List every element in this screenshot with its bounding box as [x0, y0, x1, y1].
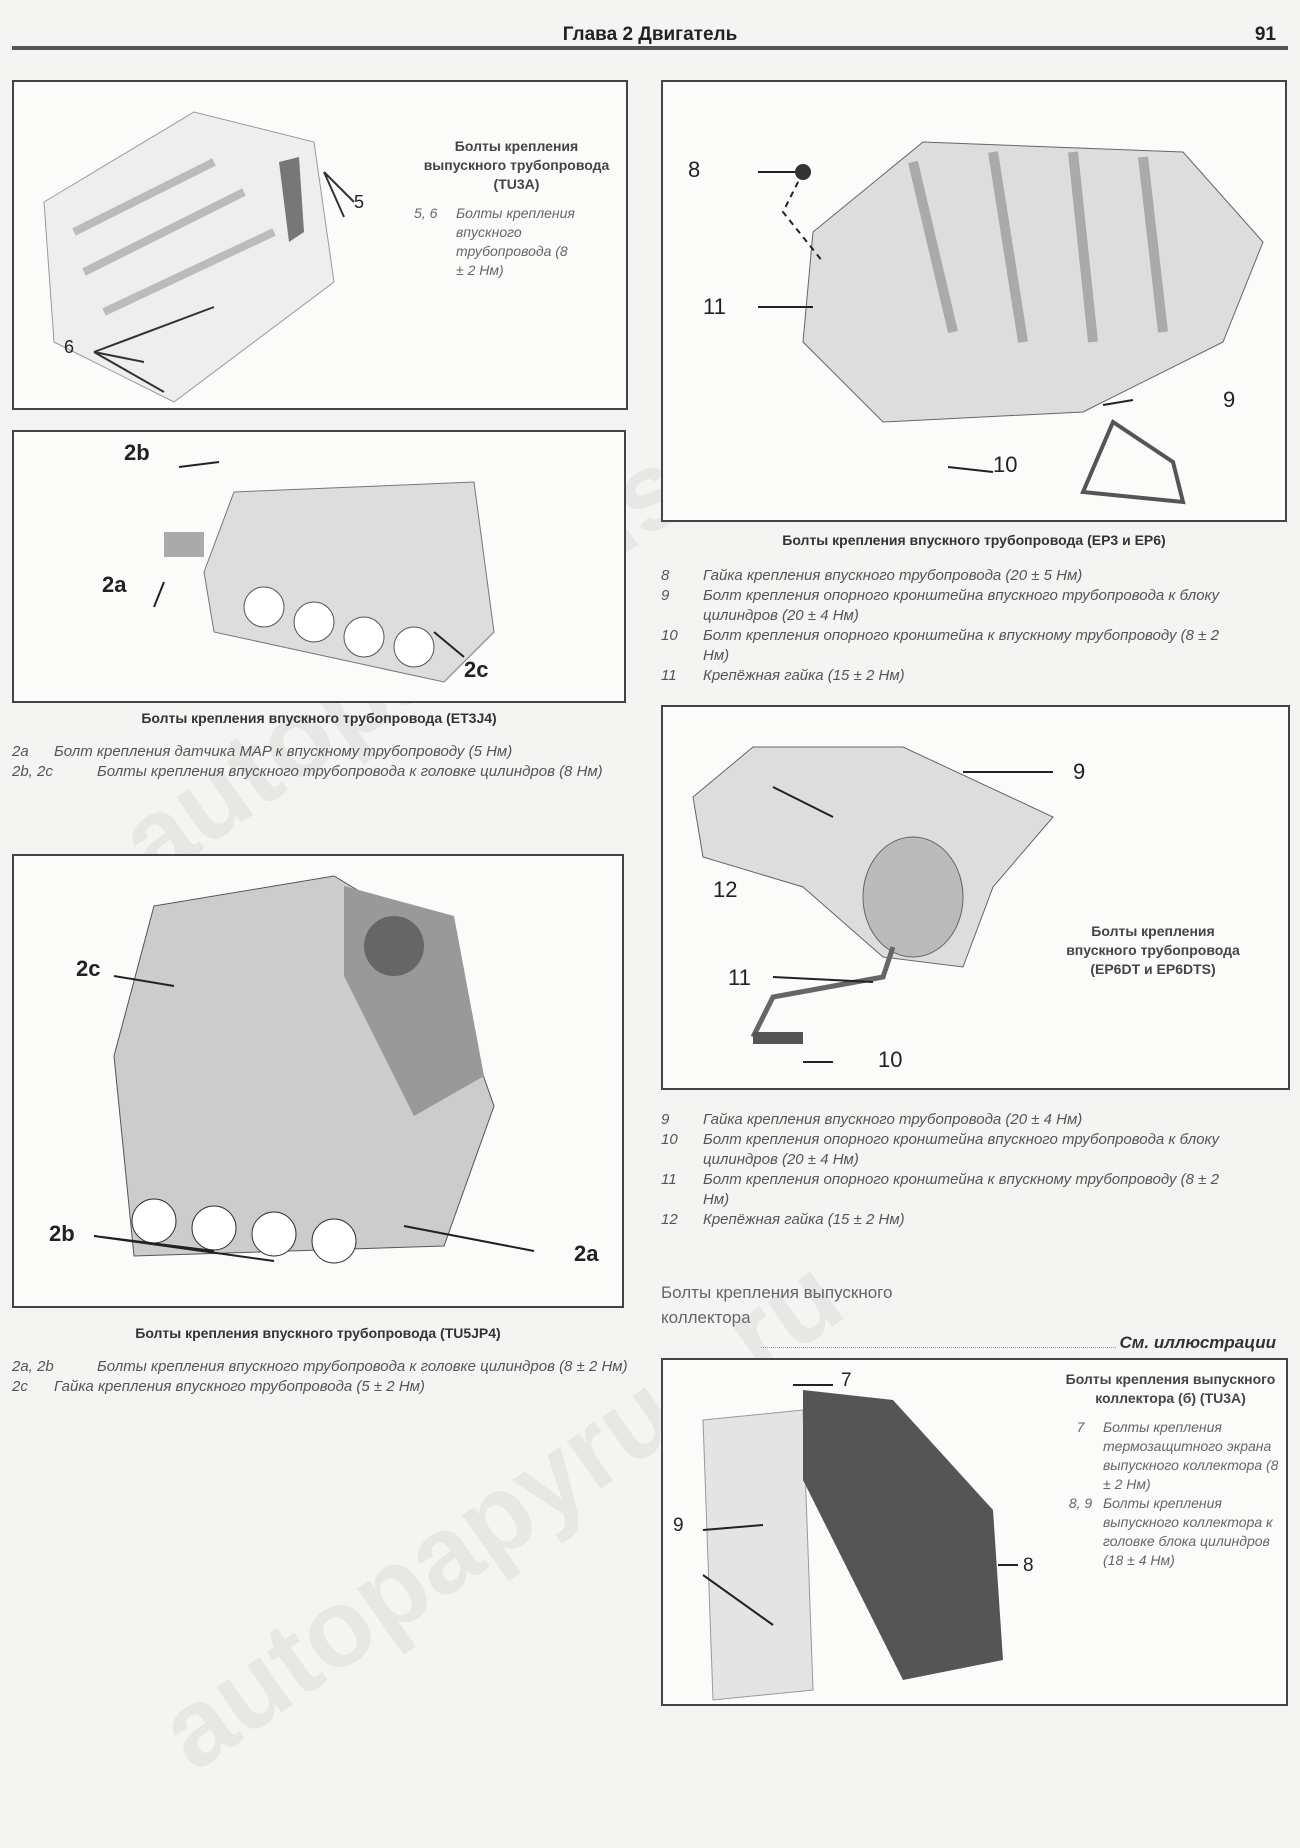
callout-2c: 2c — [464, 657, 489, 682]
item-number: 8 — [661, 567, 670, 584]
legend-item: 9 Болт крепления опорного кронштейна впус… — [661, 586, 1221, 626]
intake-manifold-illustration — [153, 461, 495, 683]
chapter-title: Глава 2 Двигатель — [562, 24, 738, 45]
item-number: 10 — [661, 1131, 678, 1148]
item-text: Крепёжная гайка (15 ± 2 Нм) — [703, 667, 905, 684]
callout-10: 10 — [993, 452, 1018, 477]
item-text: Гайка крепления впускного трубопровода (… — [703, 567, 1083, 584]
item-number: 9 — [661, 587, 670, 604]
caption-tu5jp4: Болты крепления впускного трубопровода (… — [135, 1325, 501, 1341]
callout-9: 9 — [1073, 759, 1086, 784]
item-number: 2c — [12, 1378, 28, 1395]
callout-2a: 2a — [102, 572, 127, 597]
callout-7: 7 — [841, 1370, 852, 1391]
figure-caption: Болты крепления впускного трубопровода (… — [1063, 922, 1243, 979]
legend-tu5jp4: 2a, 2b Болты крепления впускного трубопро… — [12, 1357, 632, 1397]
intake-manifold-illustration — [692, 746, 1054, 1063]
item-text: Болты крепления впускного трубопровода к… — [97, 763, 603, 780]
item-text: Гайка крепления впускного трубопровода (… — [703, 1111, 1083, 1128]
exhaust-manifold-illustration — [702, 1384, 1018, 1701]
callout-9: 9 — [1223, 387, 1236, 412]
item-number: 9 — [661, 1111, 670, 1128]
item-text: Болт крепления опорного кронштейна к впу… — [703, 1171, 1219, 1208]
item-text: Болт крепления опорного кронштейна впуск… — [703, 1131, 1220, 1168]
caption-et3j4: Болты крепления впускного трубопровода (… — [141, 710, 497, 726]
item-text: Болты крепления впускного трубопровода к… — [97, 1358, 628, 1375]
intake-manifold-illustration — [93, 875, 535, 1264]
callout-11: 11 — [728, 965, 751, 990]
callout-2b: 2b — [124, 440, 150, 465]
caption-title: Болты крепления выпускного коллектора (б… — [1065, 1371, 1276, 1406]
spec-label: Болты крепления выпускного коллектора — [661, 1283, 893, 1327]
legend-ep3-ep6: 8 Гайка крепления впускного трубопровода … — [661, 566, 1221, 686]
figure-ep3-ep6: 8 11 9 10 — [661, 80, 1287, 522]
figure-tu5jp4: 2c 2b 2a — [12, 854, 624, 1308]
caption-ep3-ep6: Болты крепления впускного трубопровода (… — [782, 532, 1166, 548]
callout-10: 10 — [878, 1047, 903, 1072]
caption-title: Болты крепления впускного трубопровода (… — [1066, 923, 1240, 977]
legend-item: 2a, 2b Болты крепления впускного трубопро… — [12, 1357, 632, 1377]
item-number: 2b, 2c — [12, 763, 53, 780]
page-number: 91 — [1254, 24, 1276, 45]
exhaust-spec-row: Болты крепления выпускного коллектора См… — [661, 1280, 1276, 1355]
item-text: Болты крепления термозащитного экрана вы… — [1103, 1419, 1279, 1492]
callout-8: 8 — [1023, 1555, 1034, 1576]
legend-item: 8 Гайка крепления впускного трубопровода … — [661, 566, 1221, 586]
legend-item: 11 Болт крепления опорного кронштейна к в… — [661, 1170, 1221, 1210]
figure-ep6dt: 9 12 11 10 Болты крепления впускного тру… — [661, 705, 1290, 1090]
item-number: 2a — [12, 743, 29, 760]
legend-item: 2a Болт крепления датчика MAP к впускному… — [12, 742, 632, 762]
legend-item: 10 Болт крепления опорного кронштейна к в… — [661, 626, 1221, 666]
legend-item: 2b, 2c Болты крепления впускного трубопро… — [12, 762, 632, 782]
caption-title: Болты крепления выпускного трубопровода … — [423, 138, 610, 192]
item-number: 5, 6 — [414, 205, 438, 221]
item-text: Болт крепления опорного кронштейна впуск… — [703, 587, 1220, 624]
spec-value: См. иллюстрации — [1119, 1333, 1276, 1352]
callout-5: 5 — [354, 192, 365, 212]
legend-item: 2c Гайка крепления впускного трубопровода… — [12, 1377, 632, 1397]
intake-manifold-illustration — [43, 111, 355, 403]
legend-et3j4: 2a Болт крепления датчика MAP к впускному… — [12, 742, 632, 782]
item-text: Болты крепления впускного трубопровода (… — [456, 205, 575, 278]
item-number: 10 — [661, 627, 678, 644]
callout-12: 12 — [713, 877, 738, 902]
item-text: Гайка крепления впускного трубопровода (… — [54, 1378, 425, 1395]
item-number: 11 — [661, 667, 677, 684]
figure-exhaust-tu3a: 7 9 8 Болты крепления выпускного коллект… — [661, 1358, 1288, 1706]
callout-11: 11 — [703, 294, 726, 319]
callout-2b: 2b — [49, 1221, 75, 1246]
legend-ep6dt: 9 Гайка крепления впускного трубопровода … — [661, 1110, 1221, 1230]
item-text: Крепёжная гайка (15 ± 2 Нм) — [703, 1211, 905, 1228]
callout-8: 8 — [688, 157, 701, 182]
item-number: 2a, 2b — [12, 1358, 54, 1375]
legend-item: 12 Крепёжная гайка (15 ± 2 Нм) — [661, 1210, 1221, 1230]
figure-et3j4: 2b 2a 2c — [12, 430, 626, 703]
callout-2c: 2c — [76, 956, 101, 981]
item-number: 7 — [1076, 1419, 1085, 1435]
callout-6: 6 — [64, 337, 75, 357]
callout-2a: 2a — [574, 1241, 599, 1266]
legend-item: 9 Гайка крепления впускного трубопровода … — [661, 1110, 1221, 1130]
callout-9: 9 — [673, 1515, 684, 1536]
item-text: Болты крепления выпускного коллектора к … — [1103, 1495, 1273, 1568]
figure-caption: Болты крепления выпускного трубопровода … — [414, 137, 619, 280]
figure-tu3a: 5 6 Болты крепления выпускного трубопров… — [12, 80, 628, 410]
item-number: 8, 9 — [1068, 1495, 1093, 1511]
page-header: Глава 2 Двигатель 91 — [12, 22, 1288, 50]
item-text: Болт крепления датчика MAP к впускному т… — [54, 743, 513, 760]
intake-manifold-illustration — [758, 141, 1264, 505]
item-number: 12 — [661, 1211, 678, 1228]
legend-item: 11 Крепёжная гайка (15 ± 2 Нм) — [661, 666, 1221, 686]
figure-caption: Болты крепления выпускного коллектора (б… — [1058, 1370, 1283, 1570]
item-number: 11 — [661, 1171, 677, 1188]
legend-item: 10 Болт крепления опорного кронштейна впу… — [661, 1130, 1221, 1170]
item-text: Болт крепления опорного кронштейна к впу… — [703, 627, 1219, 664]
